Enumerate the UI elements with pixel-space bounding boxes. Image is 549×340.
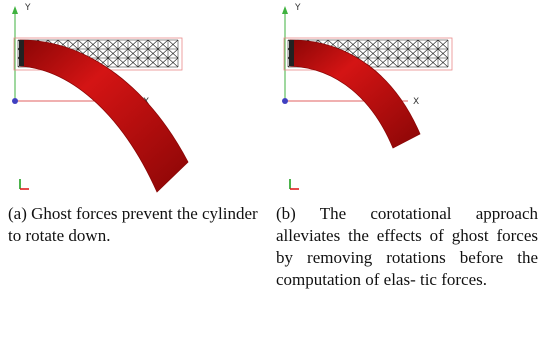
y-axis-arrow — [12, 6, 18, 14]
scene-a: YX — [12, 3, 189, 193]
fixed-end — [19, 40, 24, 66]
y-axis-arrow — [282, 6, 288, 14]
scene-b: YX — [282, 3, 453, 190]
caption-a: (a) Ghost forces prevent the cylinder to… — [8, 204, 258, 245]
deformed-beam — [19, 39, 189, 193]
caption-b: (b) The corotational approach alleviates… — [276, 204, 538, 289]
y-axis-label: Y — [294, 3, 301, 13]
deformed-beam — [289, 39, 421, 149]
origin-marker — [282, 98, 288, 104]
fixed-end — [289, 40, 294, 66]
origin-marker — [12, 98, 18, 104]
y-axis-label: Y — [24, 3, 31, 13]
simulation-viewport-a: YX — [0, 0, 270, 200]
x-axis-label: X — [413, 97, 419, 107]
subfigure-a: YX (a) Ghost forces prevent the cylinder… — [0, 0, 270, 340]
